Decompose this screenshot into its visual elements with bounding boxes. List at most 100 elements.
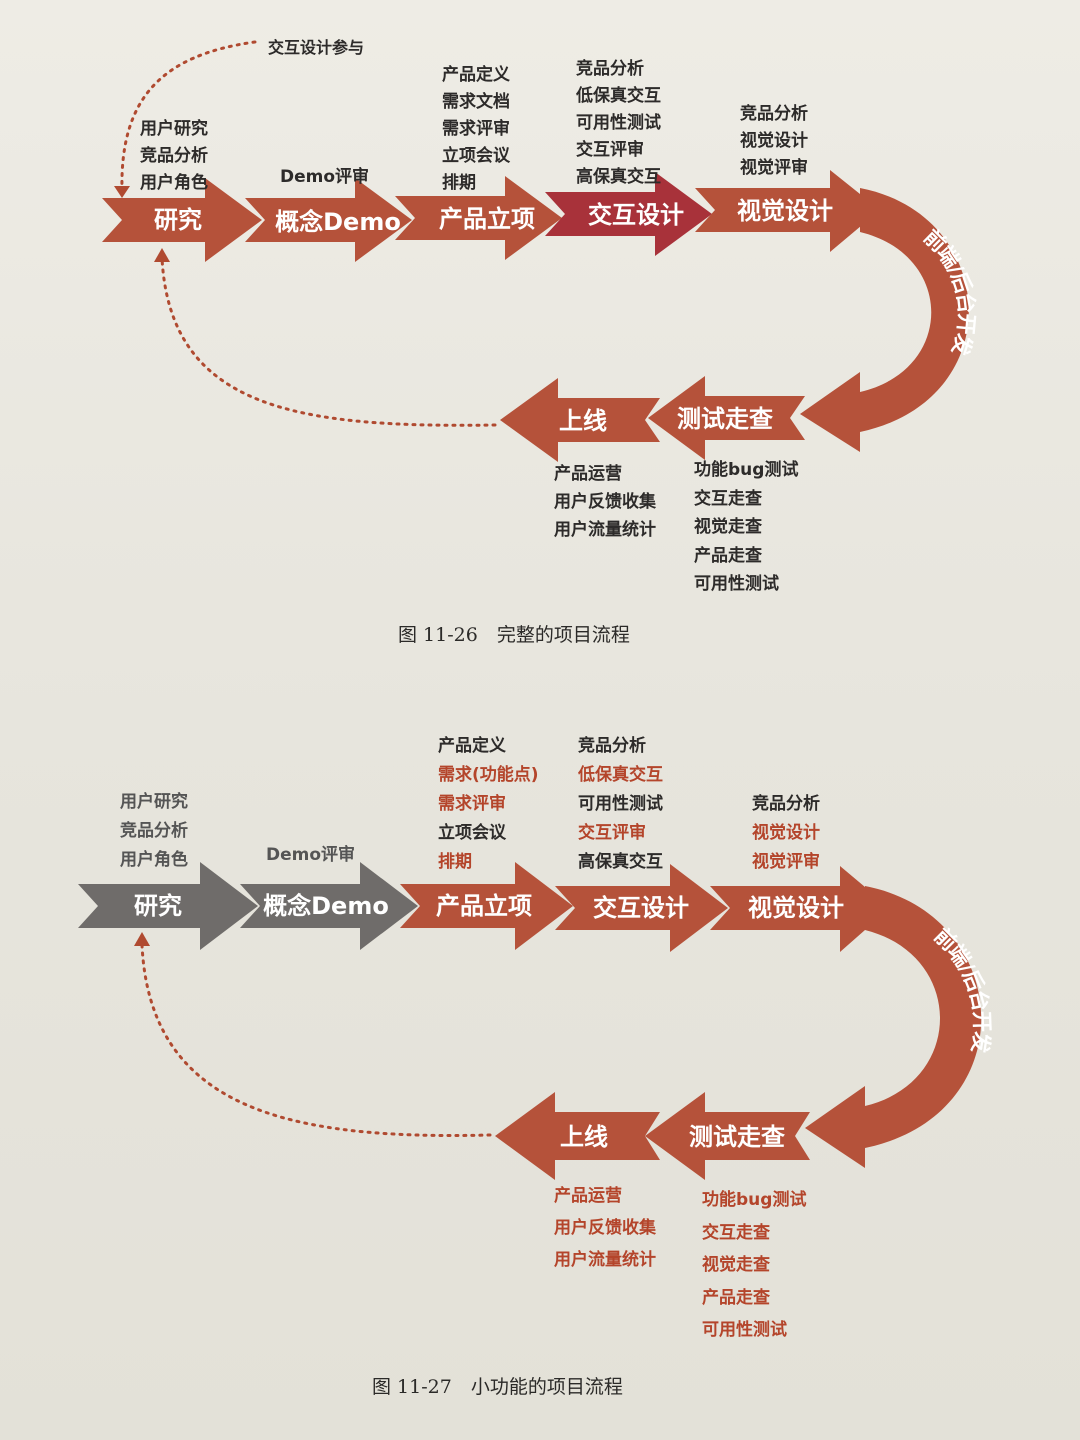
fig1-stage-launch-label: 上线 [559, 407, 607, 435]
note-item-highlight: 排期 [438, 852, 472, 872]
fig1-arrow-interaction [545, 172, 712, 256]
fig2-notes-test: 功能bug测试 交互走查 视觉走查 产品走查 可用性测试 [702, 1184, 806, 1347]
note-item-highlight: 可用性测试 [702, 1320, 787, 1340]
note-item-highlight: 功能bug测试 [702, 1190, 807, 1210]
fig1-stage-test-label: 测试走查 [677, 405, 773, 433]
fig1-notes-visual: 竞品分析 视觉设计 视觉评审 [740, 101, 808, 182]
note-item-highlight: 交互评审 [578, 823, 646, 843]
note-item: 竞品分析 [578, 736, 646, 756]
fig2-caption: 图 11-27 小功能的项目流程 [372, 1376, 623, 1398]
fig2-stage-research-label: 研究 [134, 892, 182, 920]
note-item: 排期 [442, 173, 476, 193]
fig2-arrow-demo [240, 862, 418, 950]
fig2-arrow-project [400, 862, 573, 950]
note-item: 低保真交互 [576, 86, 661, 106]
fig1-notes-interaction: 竞品分析 低保真交互 可用性测试 交互评审 高保真交互 [576, 56, 661, 191]
fig1-stage-visual-label: 视觉设计 [737, 197, 833, 225]
note-item: 高保真交互 [578, 852, 663, 872]
fig2-stage-launch-label: 上线 [560, 1123, 608, 1151]
fig1-arrow-demo [245, 178, 412, 262]
note-item: 需求评审 [442, 119, 510, 139]
note-item: 可用性测试 [694, 574, 779, 594]
fig1-stage-project-label: 产品立项 [439, 205, 535, 233]
fig1-arrow-dev-curve [800, 188, 969, 452]
fig2-arrow-interaction [555, 864, 728, 952]
note-item: Demo评审 [266, 845, 356, 865]
note-item-highlight: 视觉设计 [752, 823, 820, 843]
note-item-highlight: 交互走查 [702, 1222, 770, 1243]
fig1-stage-research-label: 研究 [154, 206, 202, 234]
fig1-notes-test: 功能bug测试 交互走查 视觉走查 产品走查 可用性测试 [694, 456, 798, 599]
fig1-loop-top-dotted [120, 40, 257, 192]
note-item: 视觉设计 [740, 131, 808, 151]
note-item: 交互评审 [576, 140, 644, 160]
fig2-notes-visual: 竞品分析 视觉设计 视觉评审 [752, 790, 820, 877]
fig1-caption: 图 11-26 完整的项目流程 [398, 624, 630, 646]
note-item: 立项会议 [438, 823, 506, 843]
fig1-arrow-project [395, 176, 562, 260]
fig1-arrow-research [102, 178, 262, 262]
note-item: 用户角色 [140, 173, 208, 193]
note-item: 产品定义 [442, 65, 510, 85]
fig1-notes-project: 产品定义 需求文档 需求评审 立项会议 排期 [442, 62, 510, 197]
note-item: 用户研究 [140, 119, 208, 139]
note-item: Demo评审 [280, 167, 370, 187]
note-item: 竞品分析 [120, 821, 188, 841]
note-item: 竞品分析 [740, 104, 808, 124]
note-item-highlight: 产品运营 [554, 1186, 622, 1206]
note-item-highlight: 用户反馈收集 [554, 1218, 656, 1238]
note-item: 需求文档 [442, 92, 510, 112]
fig2-notes-demo: Demo评审 [266, 842, 355, 869]
fig2-loop-arrowhead [134, 932, 150, 946]
fig2-notes-launch: 产品运营 用户反馈收集 用户流量统计 [554, 1180, 656, 1276]
note-item: 功能bug测试 [694, 460, 799, 480]
note-item-highlight: 视觉评审 [752, 852, 820, 872]
note-item-highlight: 低保真交互 [578, 765, 663, 785]
note-item: 可用性测试 [578, 794, 663, 814]
fig2-arrow-research [78, 862, 258, 950]
note-item: 用户流量统计 [554, 520, 656, 540]
fig2-loop-dotted [140, 943, 492, 1137]
fig1-arrow-visual [695, 170, 880, 252]
fig1-arrow-test [648, 376, 805, 460]
note-item: 可用性测试 [576, 113, 661, 133]
fig2-stage-demo-label: 概念Demo [263, 892, 389, 920]
fig2-notes-interaction: 竞品分析 低保真交互 可用性测试 交互评审 高保真交互 [578, 732, 663, 877]
fig2-stage-interaction-label: 交互设计 [593, 894, 689, 922]
fig1-stage-demo-label: 概念Demo [275, 208, 401, 236]
fig1-loop-label: 交互设计参与 [268, 38, 365, 57]
note-item: 产品运营 [554, 464, 622, 484]
note-item: 视觉评审 [740, 158, 808, 178]
fig1-loop-bottom-arrowhead [154, 248, 170, 262]
note-item-highlight: 视觉走查 [702, 1255, 770, 1275]
fig2-arrow-launch [495, 1092, 660, 1180]
note-item: 立项会议 [442, 146, 510, 166]
note-item: 视觉走查 [694, 517, 762, 537]
fig2-stage-test-label: 测试走查 [689, 1123, 785, 1151]
note-item: 竞品分析 [140, 146, 208, 166]
fig1-notes-demo: Demo评审 [280, 164, 369, 191]
fig2-arrow-visual [710, 866, 890, 952]
note-item: 用户角色 [120, 850, 188, 870]
fig1-arrow-launch [500, 378, 660, 462]
fig1-loop-top-arrowhead [114, 186, 130, 198]
note-item: 用户反馈收集 [554, 492, 656, 512]
fig2-stage-visual-label: 视觉设计 [748, 894, 844, 922]
fig1-notes-research: 用户研究 竞品分析 用户角色 [140, 116, 208, 197]
note-item: 竞品分析 [576, 59, 644, 79]
note-item-highlight: 用户流量统计 [554, 1250, 656, 1270]
note-item-highlight: 需求(功能点) [438, 765, 539, 785]
note-item: 产品走查 [694, 545, 762, 566]
note-item: 用户研究 [120, 792, 188, 812]
note-item: 产品定义 [438, 736, 506, 756]
fig1-loop-bottom-dotted [160, 256, 497, 427]
note-item-highlight: 产品走查 [702, 1287, 770, 1308]
note-item: 交互走查 [694, 488, 762, 509]
fig1-notes-launch: 产品运营 用户反馈收集 用户流量统计 [554, 460, 656, 544]
fig2-arrow-test [645, 1092, 810, 1180]
fig2-notes-research: 用户研究 竞品分析 用户角色 [120, 788, 188, 875]
note-item: 高保真交互 [576, 167, 661, 187]
fig2-stage-project-label: 产品立项 [436, 892, 532, 920]
fig2-arrow-dev-curve [805, 886, 982, 1168]
fig1-stage-interaction-label: 交互设计 [588, 201, 684, 229]
